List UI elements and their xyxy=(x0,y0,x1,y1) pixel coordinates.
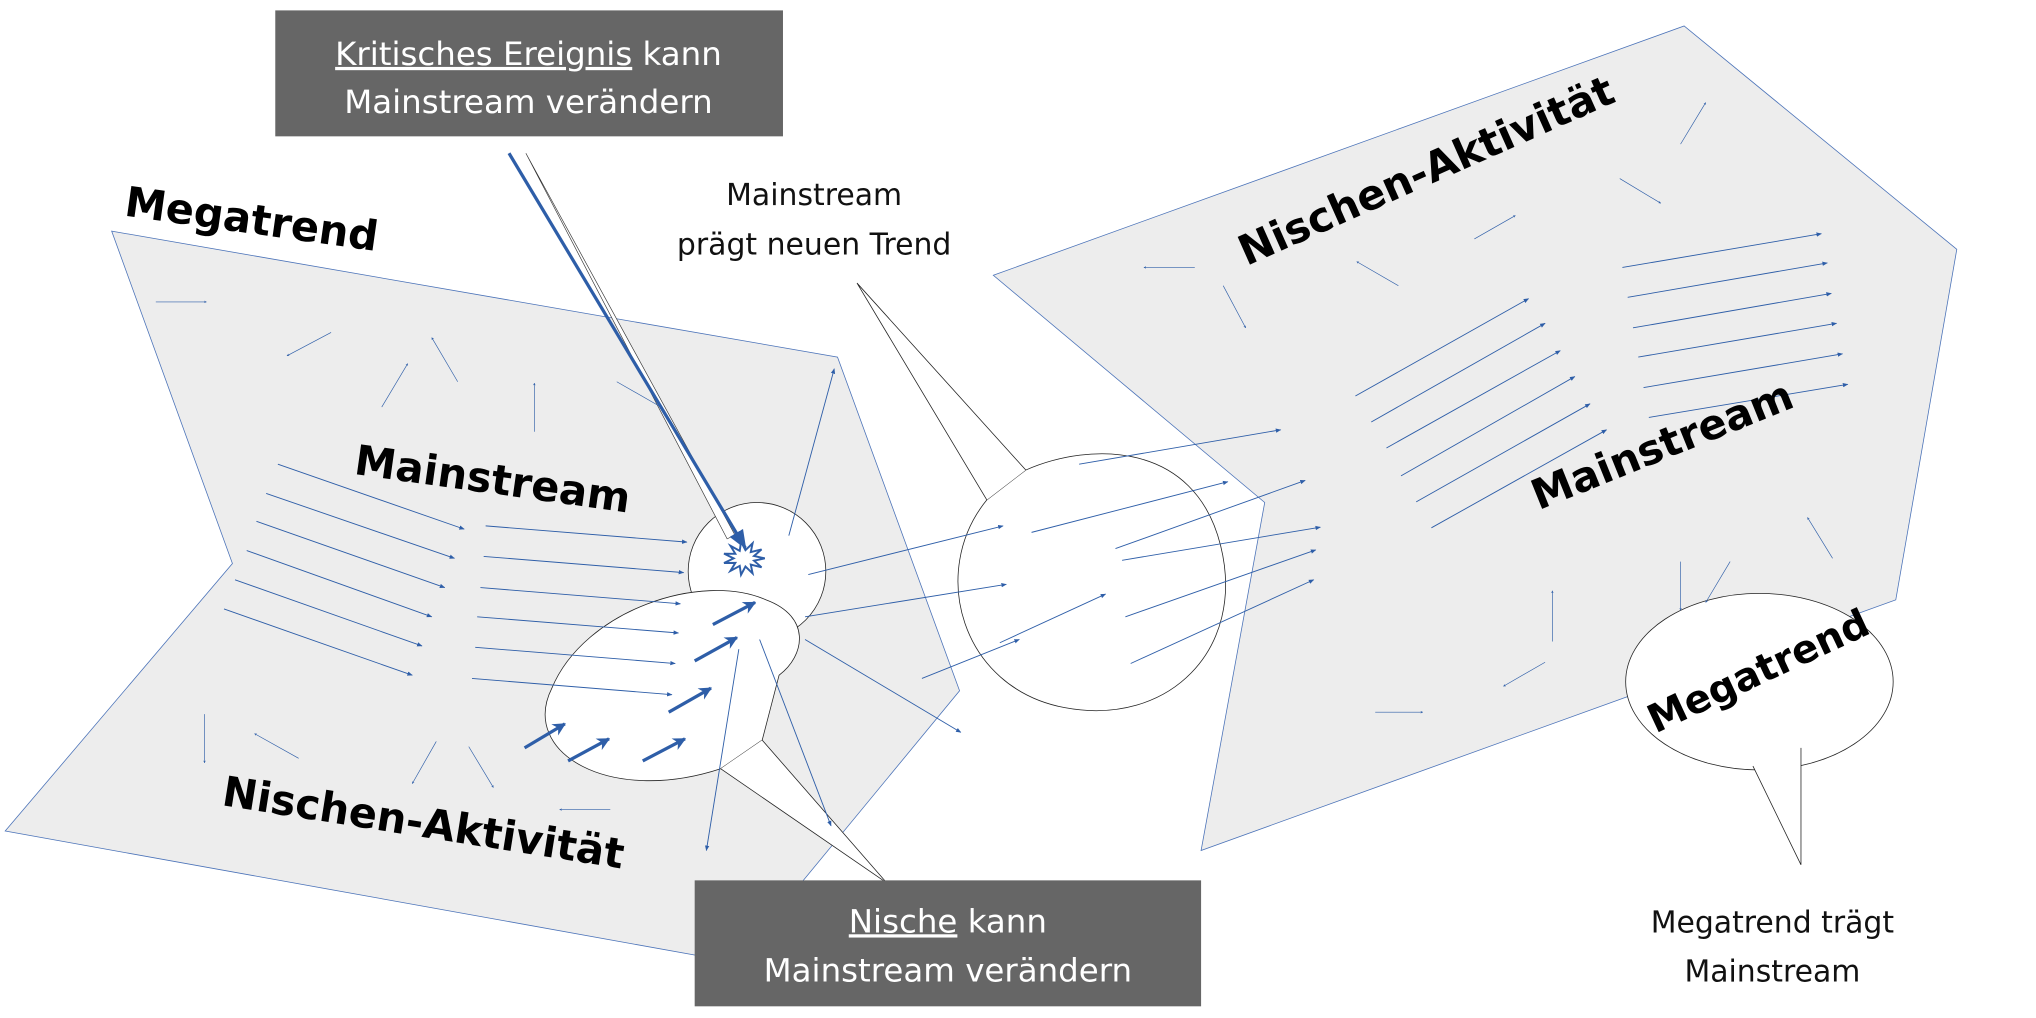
arrow-icon xyxy=(381,363,408,408)
arrow-icon xyxy=(1474,215,1516,240)
niche-term: Nische xyxy=(849,902,958,940)
arrow-icon xyxy=(480,587,681,606)
arrow-icon xyxy=(1807,517,1833,559)
arrow-icon xyxy=(712,601,757,627)
arrow-icon xyxy=(567,737,611,763)
arrow-icon xyxy=(1622,232,1822,268)
trend-caption-line2: prägt neuen Trend xyxy=(677,228,951,263)
megatrend-bubble xyxy=(1625,593,1894,865)
megatrend-caption-line1: Megatrend trägt xyxy=(1651,905,1894,940)
arrow-icon xyxy=(254,733,299,759)
critical-event-callout: Kritisches Ereignis kann Mainstream verä… xyxy=(275,10,783,137)
arrow-icon xyxy=(1400,376,1576,477)
arrow-icon xyxy=(223,608,413,676)
trend-caption-line1: Mainstream xyxy=(726,178,902,213)
arrow-icon xyxy=(1643,352,1844,389)
arrow-icon xyxy=(999,593,1107,644)
arrow-icon xyxy=(616,381,663,409)
arrow-icon xyxy=(693,636,739,663)
svg-text:Nische kann: Nische kann xyxy=(849,902,1047,940)
arrow-icon xyxy=(234,579,423,647)
arrow-icon xyxy=(277,463,465,530)
critical-event-rest: kann xyxy=(632,35,722,73)
arrow-icon xyxy=(485,525,688,544)
arrow-icon xyxy=(1115,480,1306,550)
arrow-icon xyxy=(523,722,566,750)
arrow-icon xyxy=(788,368,836,536)
arrow-icon xyxy=(1130,579,1315,664)
arrow-icon xyxy=(1627,261,1828,298)
arrow-icon xyxy=(1619,178,1661,204)
arrow-icon xyxy=(641,737,687,763)
arrow-icon xyxy=(804,582,1007,618)
arrow-icon xyxy=(1503,661,1546,687)
flow-arrows xyxy=(155,102,1849,852)
arrow-icon xyxy=(431,337,458,382)
niche-line2: Mainstream verändern xyxy=(764,952,1132,990)
arrow-icon xyxy=(1222,285,1246,329)
arrow-icon xyxy=(1031,480,1229,533)
arrow-icon xyxy=(286,332,332,357)
niche-rest: kann xyxy=(957,902,1047,940)
trend-bubble xyxy=(856,282,1226,712)
arrow-icon xyxy=(1648,383,1849,418)
svg-text:Kritisches Ereignis kann: Kritisches Ereignis kann xyxy=(335,35,722,73)
arrow-icon xyxy=(246,550,433,618)
arrow-icon xyxy=(468,746,494,788)
arrow-icon xyxy=(483,555,685,575)
arrow-icon xyxy=(1355,298,1530,397)
arrow-icon xyxy=(411,741,437,784)
arrow-icon xyxy=(1415,403,1591,503)
arrow-icon xyxy=(477,616,679,635)
megatrend-caption-line2: Mainstream xyxy=(1684,955,1860,990)
arrow-icon xyxy=(1125,549,1317,618)
arrow-icon xyxy=(1632,292,1832,329)
critical-event-term: Kritisches Ereignis xyxy=(335,35,632,73)
arrow-icon xyxy=(704,649,740,852)
arrow-icon xyxy=(1079,428,1282,465)
critical-event-pointer xyxy=(507,152,747,550)
critical-event-line2: Mainstream verändern xyxy=(344,83,712,121)
arrow-icon xyxy=(808,524,1004,576)
arrow-icon xyxy=(759,639,832,827)
arrow-icon xyxy=(1638,321,1838,358)
arrow-icon xyxy=(1371,322,1546,423)
arrow-icon xyxy=(1431,429,1608,529)
arrow-icon xyxy=(667,686,713,714)
arrow-icon xyxy=(1122,525,1321,561)
arrow-icon xyxy=(1386,350,1561,449)
arrow-icon xyxy=(1680,102,1706,145)
arrow-icon xyxy=(804,639,962,733)
niche-callout: Nische kann Mainstream verändern xyxy=(694,880,1202,1007)
arrow-icon xyxy=(266,492,455,559)
burst-icon xyxy=(723,538,766,578)
arrow-icon xyxy=(475,646,676,666)
arrow-icon xyxy=(921,639,1020,679)
arrow-icon xyxy=(471,677,673,697)
arrow-icon xyxy=(1705,561,1731,603)
arrow-icon xyxy=(256,520,446,588)
arrow-icon xyxy=(1356,261,1399,286)
